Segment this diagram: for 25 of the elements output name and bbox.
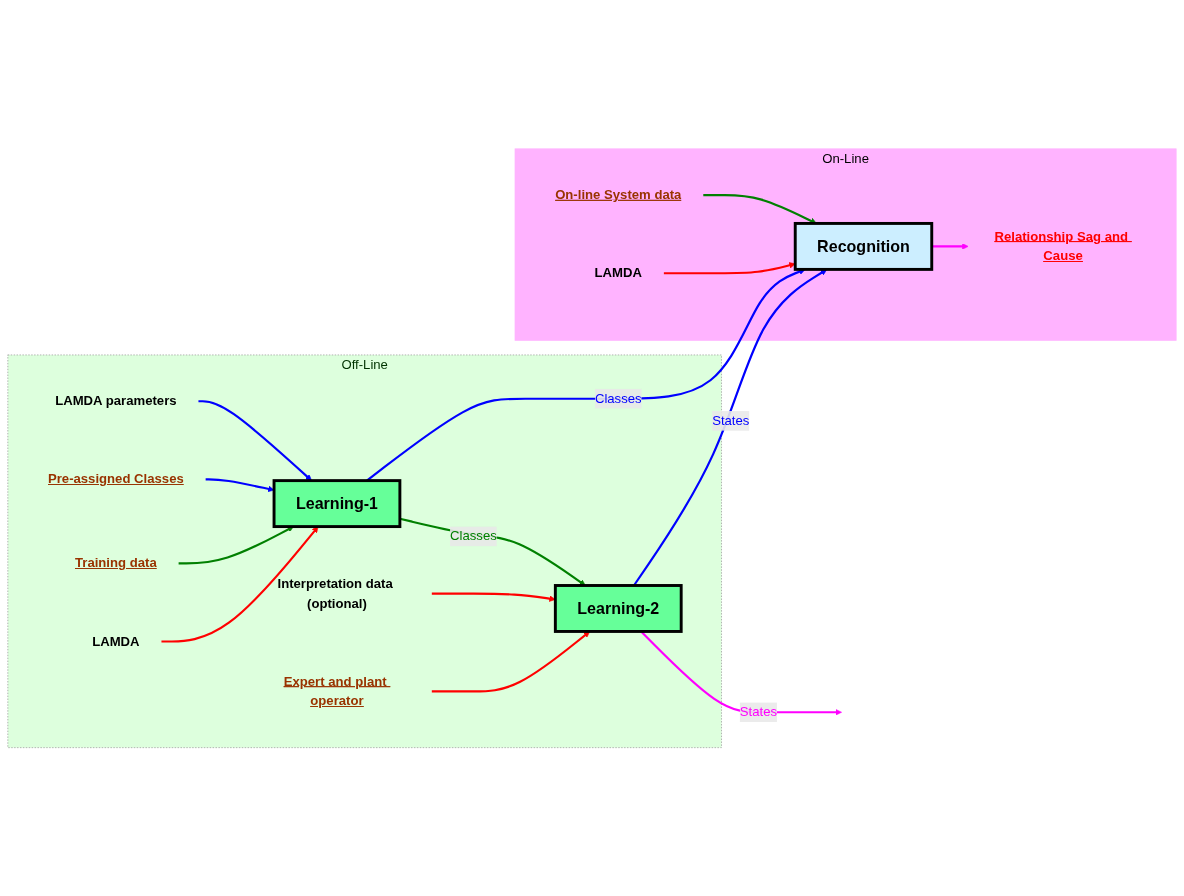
edge-label: States [712,412,750,428]
node-text: LAMDA parameters [55,393,177,408]
node-box: Learning-1 [272,478,402,528]
edge-label: States [739,704,777,719]
arrow [931,242,969,250]
node-box: Recognition [793,221,934,271]
arrow [431,592,556,602]
node-text: On-line System data [555,187,682,202]
node-text: LAMDA [594,265,642,280]
arrow [703,193,817,224]
arrow [663,261,796,275]
node-text: Relationship Sag and Cause [994,228,1129,263]
node-text: Training data [74,555,157,571]
arrow [205,478,275,492]
arrow [178,526,294,565]
node-box: Learning-2 [553,583,683,633]
arrow [399,517,586,586]
edge-label: Classes [594,390,642,406]
node-text: Interpretation data (optional) [277,575,393,611]
edge-label: Classes [450,528,497,544]
arrow [198,399,312,481]
node-text: Expert and plant operator [283,673,387,708]
node-text: Pre-assigned Classes [47,471,184,487]
arrow [161,526,319,643]
node-text: LAMDA [92,633,140,649]
